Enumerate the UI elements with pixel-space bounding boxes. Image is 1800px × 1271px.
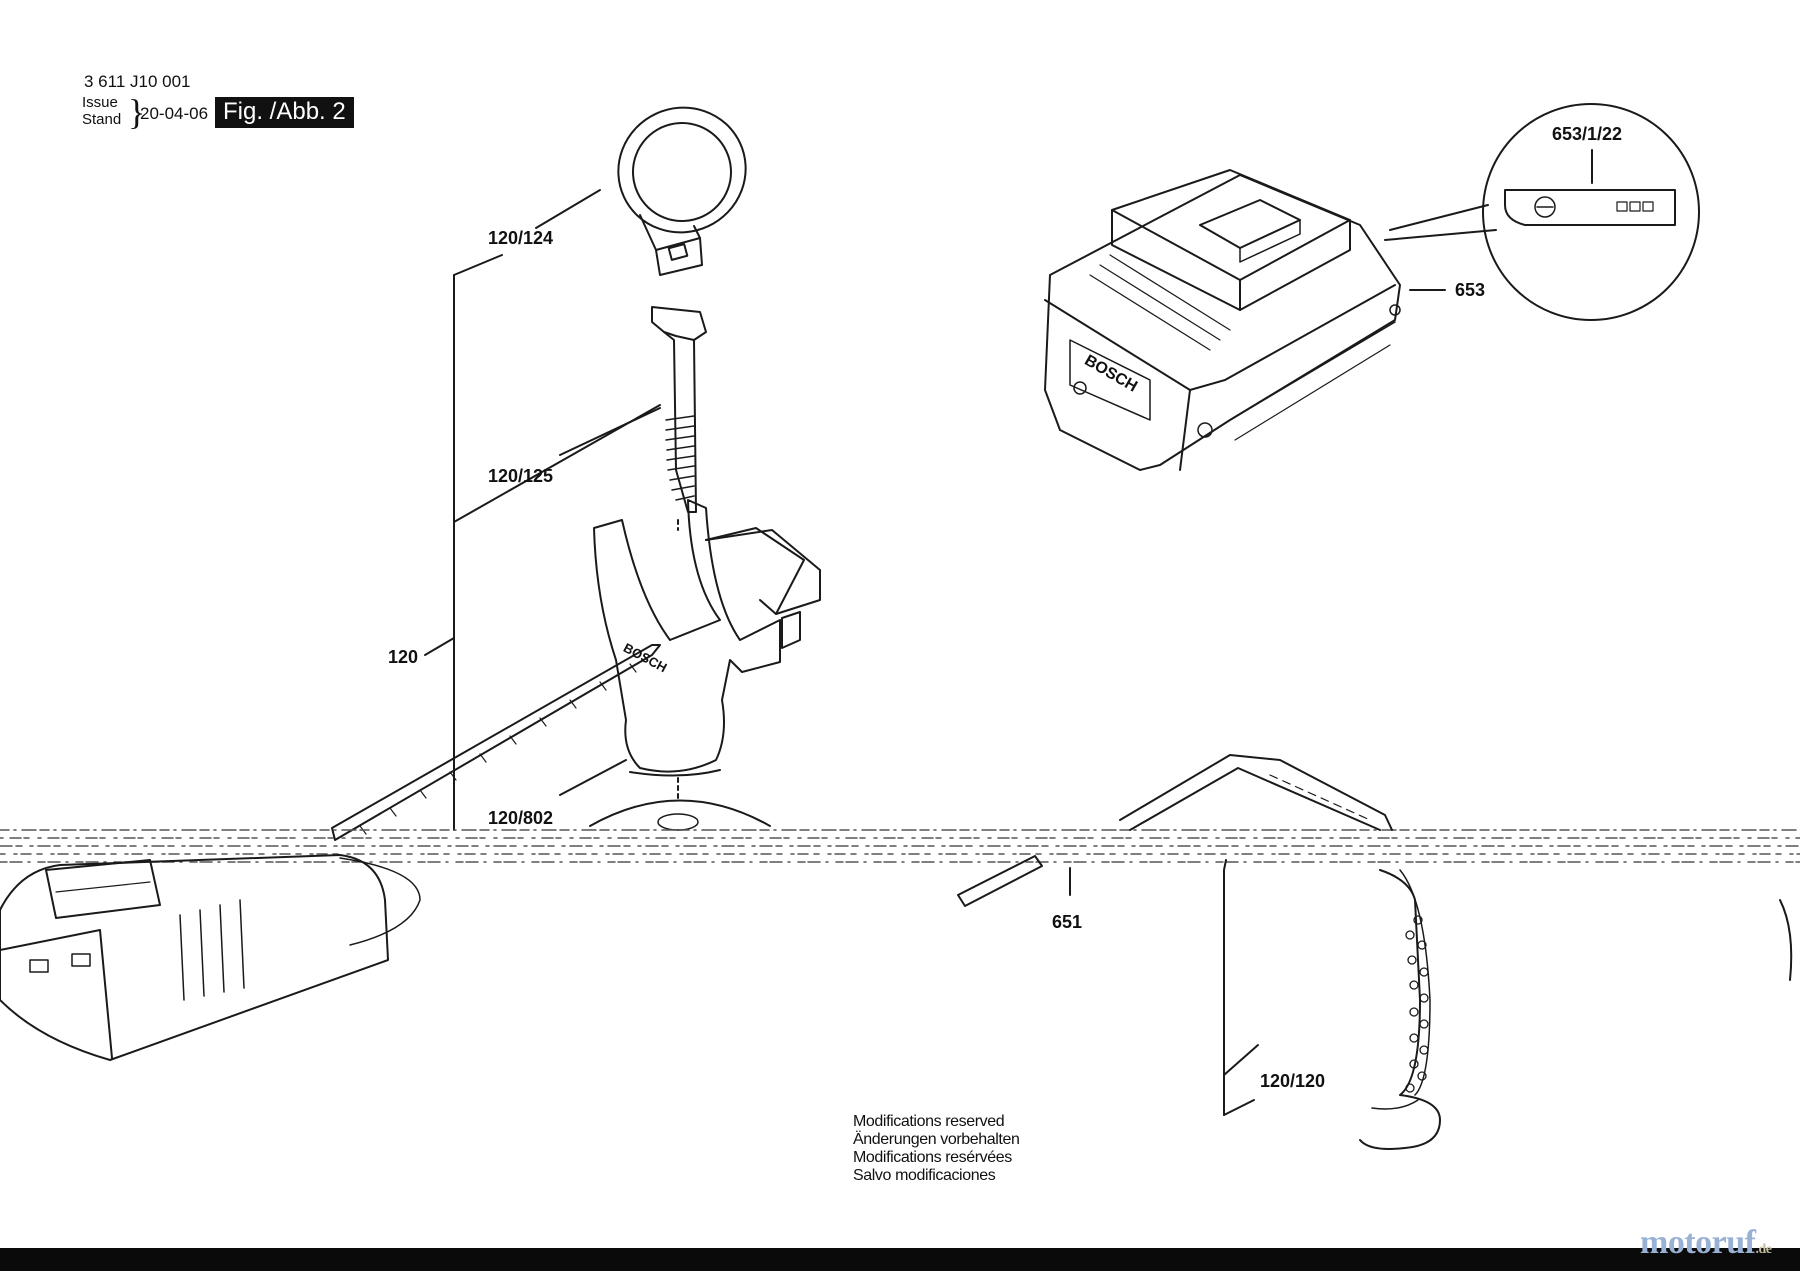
notice-fr: Modifications resérvées xyxy=(853,1149,1012,1166)
document-number: 3 611 J10 001 xyxy=(84,72,191,91)
watermark: motoruf.de xyxy=(1640,1224,1772,1262)
part-120-125-tbolt xyxy=(559,306,707,531)
callout-653-1-22: 653/1/22 xyxy=(1552,124,1623,144)
modifications-notice: Modifications reserved Änderungen vorbeh… xyxy=(853,1113,1020,1185)
issue-label: Issue xyxy=(82,94,118,111)
figure-label: Fig. /Abb. 2 xyxy=(215,97,354,128)
callout-120-802: 120/802 xyxy=(488,808,554,828)
callout-651: 651 xyxy=(1052,912,1083,932)
issue-date: 20-04-06 xyxy=(140,104,209,123)
stand-label: Stand xyxy=(82,111,122,128)
issue-stand-label: Issue Stand } xyxy=(82,94,145,130)
notice-es: Salvo modificaciones xyxy=(853,1167,996,1184)
part-120-124-strap xyxy=(535,106,747,276)
brace-glyph: } xyxy=(128,92,146,132)
notice-de: Änderungen vorbehalten xyxy=(853,1131,1020,1148)
callout-120: 120 xyxy=(388,647,419,667)
part-653-battery xyxy=(1044,103,1700,471)
callout-120-125: 120/125 xyxy=(488,466,554,486)
callout-653: 653 xyxy=(1455,280,1486,300)
assembly-120-bracket xyxy=(424,254,661,831)
callout-120-120: 120/120 xyxy=(1260,1071,1326,1091)
footer-bar xyxy=(0,1248,1800,1271)
part-120-handle-body xyxy=(331,499,821,841)
scan-noise-band xyxy=(0,829,1800,863)
callout-120-124: 120/124 xyxy=(488,228,554,248)
watermark-main: motoruf xyxy=(1640,1224,1756,1261)
watermark-tld: .de xyxy=(1755,1242,1772,1257)
notice-en: Modifications reserved xyxy=(853,1113,1005,1130)
charger xyxy=(0,854,421,1061)
part-120-120-side-handle xyxy=(1223,859,1793,1150)
part-651-rod xyxy=(957,754,1393,907)
